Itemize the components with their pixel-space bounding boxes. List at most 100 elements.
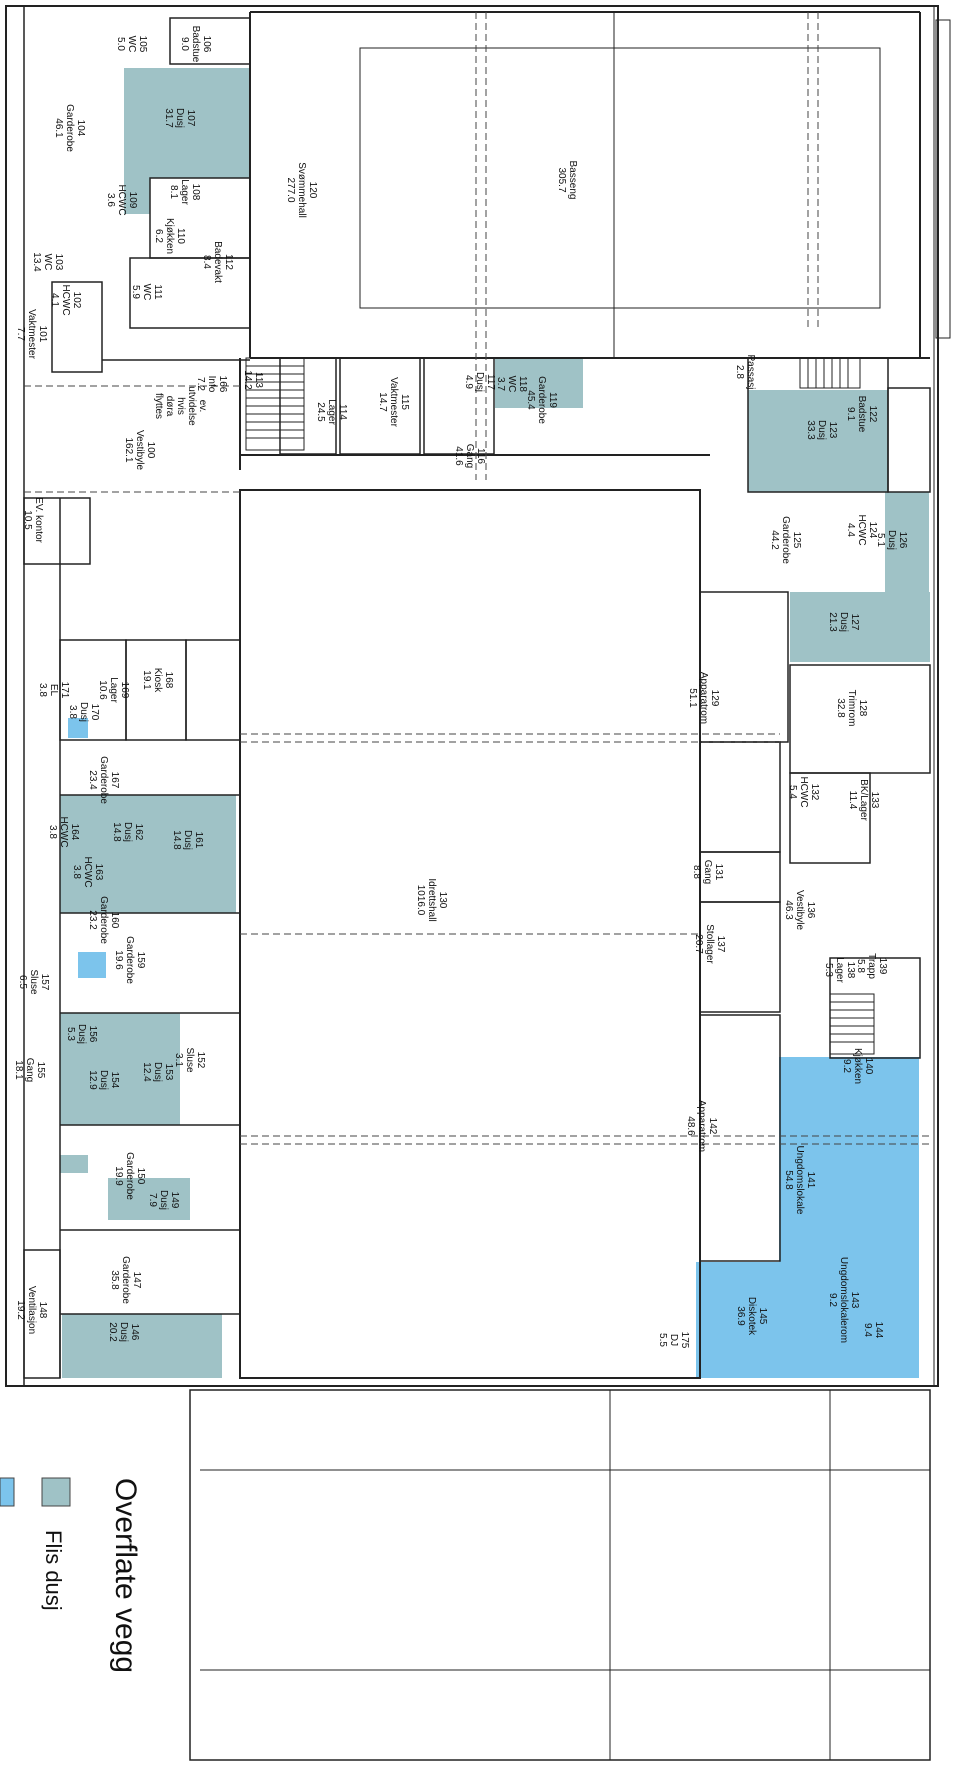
room-label-line: 7.7 <box>15 327 26 341</box>
room-label-line: 137 <box>715 936 726 953</box>
room-label-r132: 132HCWC5.4 <box>787 776 820 807</box>
room-label-line: Ungdomslokalerom <box>838 1257 849 1343</box>
room-label-r159: 159Garderobe19.6 <box>113 936 146 984</box>
room-label-line: Dusj <box>182 830 193 850</box>
room-label-r149: 149Dusj7.9 <box>147 1190 180 1210</box>
room-label-r100: 100Vestibyle162.1 <box>123 430 156 470</box>
room-label-line: døra <box>164 396 175 417</box>
room-label-line: 104 <box>75 120 86 137</box>
room-label-line: 277.0 <box>285 177 296 202</box>
room-label-r126: 126Dusj5.1 <box>875 530 908 550</box>
room-label-line: 130 <box>437 892 448 909</box>
room-label-line: DJ <box>668 1334 679 1346</box>
room-label-r160: 160Garderobe23.2 <box>87 896 120 944</box>
room-label-line: 102 <box>71 292 82 309</box>
room-label-line: Garderobe <box>536 376 547 424</box>
room-label-line: 46.3 <box>783 900 794 920</box>
room-label-r108: 108Lager8.1 <box>168 179 201 205</box>
room-label-line: Kjøkken <box>852 1048 863 1084</box>
room-label-line: 46.1 <box>53 118 64 138</box>
room-label-line: 9.2 <box>841 1059 852 1073</box>
room-label-line: 100 <box>145 442 156 459</box>
room-label-line: 164 <box>69 824 80 841</box>
room-label-line: 41.6 <box>453 446 464 466</box>
room-label-line: Stollager <box>704 924 715 964</box>
room-label-line: 14.8 <box>111 822 122 842</box>
room-label-r133: 133BK/Lager11.4 <box>847 779 880 821</box>
room-label-line: WC <box>42 254 53 271</box>
room-label-line: Garderobe <box>64 104 75 152</box>
room-label-line: 145 <box>757 1308 768 1325</box>
stairs <box>245 357 875 1055</box>
room-label-line: 3.8 <box>37 683 48 697</box>
room-label-line: 170 <box>89 704 100 721</box>
room-label-line: 162 <box>133 824 144 841</box>
room-label-line: Garderobe <box>780 516 791 564</box>
room-label-line: Garderobe <box>120 1256 131 1304</box>
room-label-line: 1016.0 <box>415 885 426 916</box>
room-label-r148: 148Ventilasjon19.2 <box>15 1286 48 1334</box>
room-label-line: 166 <box>217 376 228 393</box>
room-label-r110: 110Kjøkken6.2 <box>153 218 186 254</box>
fill-109 <box>124 178 150 214</box>
room-label-line: 125 <box>791 532 802 549</box>
room-label-line: WC <box>141 284 152 301</box>
room-label-line: 162.1 <box>123 437 134 462</box>
room-label-line: Lager <box>326 399 337 425</box>
room-label-line: Dusj <box>118 1322 129 1342</box>
room-label-r143: 143Ungdomslokalerom9.2 <box>827 1257 860 1343</box>
room-label-r137: 137Stollager20.7 <box>693 924 726 964</box>
room-label-line: 150 <box>135 1168 146 1185</box>
room-label-line: 4.1 <box>49 293 60 307</box>
room-label-line: 155 <box>35 1062 46 1079</box>
room-label-r146: 146Dusj20.2 <box>107 1322 140 1342</box>
room-label-line: 19.9 <box>113 1166 124 1186</box>
room-label-line: 113 <box>253 372 264 388</box>
room-label-r162: 162Dusj14.8 <box>111 822 144 842</box>
room-label-line: Kiosk <box>152 668 163 693</box>
room-label-line: 126 <box>897 532 908 549</box>
fill-161-164 <box>60 795 236 913</box>
room-label-r124: 124HCWC4.4 <box>845 514 878 545</box>
room-label-line: 6.5 <box>17 975 28 989</box>
room-label-line: 152 <box>195 1052 206 1069</box>
fill-123 <box>748 390 888 492</box>
room-label-line: WC <box>506 376 517 393</box>
room-label-line: 6.2 <box>153 229 164 243</box>
room-label-line: 31.7 <box>163 108 174 128</box>
room-label-line: 5.9 <box>130 285 141 299</box>
room-label-line: 19.1 <box>141 670 152 690</box>
room-label-line: utvidelse <box>186 386 197 426</box>
room-label-line: HCWC <box>58 816 69 847</box>
room-label-r116: 116Gang41.6 <box>453 444 486 468</box>
room-label-r168: 168Kiosk19.1 <box>141 668 174 693</box>
room-label-line: Garderobe <box>98 896 109 944</box>
room-label-line: 20.2 <box>107 1322 118 1342</box>
room-label-r112: 112Badevakt8.4 <box>201 241 234 283</box>
room-label-line: 48.6 <box>685 1116 696 1136</box>
room-label-line: 167 <box>109 772 120 789</box>
walls <box>5 5 951 1761</box>
room-label-r153: 153Dusj12.4 <box>141 1062 174 1082</box>
room-label-line: 5.1 <box>875 533 886 547</box>
room-label-line: Apparatrom <box>696 1100 707 1152</box>
room-label-r103: 103WC13.4 <box>31 252 64 272</box>
room-label-line: Dusj <box>122 822 133 842</box>
room-label-line: Dusj <box>816 420 827 440</box>
room-label-line: 5.3 <box>823 963 834 977</box>
fill-zones <box>60 68 930 1378</box>
room-label-line: Passasj <box>745 354 756 389</box>
plan-title: Overflate vegg <box>109 1478 142 1673</box>
room-label-line: EV. kontor <box>33 497 44 543</box>
room-label-r115: 115Vaktmester14.7 <box>377 377 410 427</box>
legend-label-tile: Flis dusj <box>41 1530 66 1611</box>
room-label-line: 169 <box>119 682 130 699</box>
room-label-line: Gang <box>702 860 713 884</box>
room-label-line: Lager <box>179 179 190 205</box>
room-label-line: Garderobe <box>98 756 109 804</box>
room-label-r163: 163HCWC3.8 <box>71 856 104 887</box>
room-label-r170: 170Dusj3.8 <box>67 702 100 722</box>
room-label-line: 5.3 <box>65 1027 76 1041</box>
room-label-r150: 150Garderobe19.9 <box>113 1152 146 1200</box>
room-label-line: 149 <box>169 1192 180 1209</box>
